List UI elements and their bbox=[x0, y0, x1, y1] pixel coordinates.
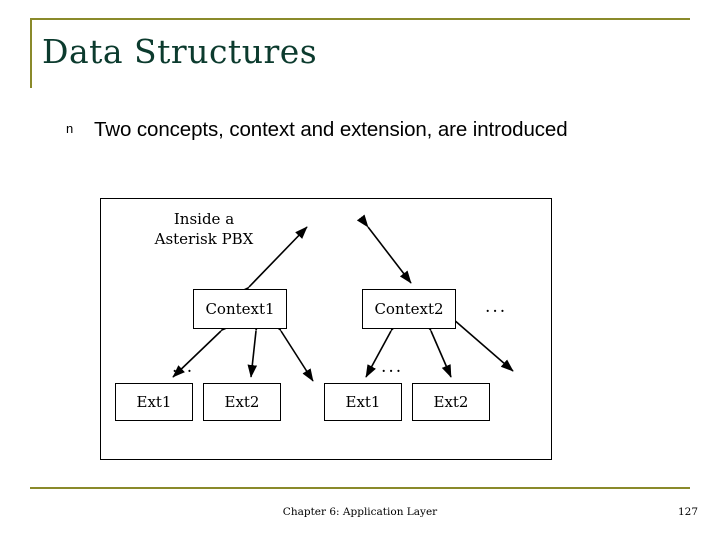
bullet-list-item: n Two concepts, context and extension, a… bbox=[60, 116, 620, 143]
diagram-figure: Inside a Asterisk PBX Context1 Context2 … bbox=[100, 198, 552, 460]
diagram-ellipsis-ext-left: ... bbox=[172, 357, 195, 377]
diagram-node-ext2-b: Ext2 bbox=[412, 383, 490, 421]
left-divider bbox=[30, 18, 32, 88]
top-divider bbox=[30, 18, 690, 20]
page-title: Data Structures bbox=[42, 32, 318, 71]
diagram-node-context1: Context1 bbox=[193, 289, 287, 329]
bullet-text: Two concepts, context and extension, are… bbox=[94, 118, 568, 141]
diagram-title-label: Inside a Asterisk PBX bbox=[129, 209, 279, 249]
diagram-node-context2: Context2 bbox=[362, 289, 456, 329]
diagram-arrows bbox=[172, 214, 514, 382]
footer-chapter-label: Chapter 6: Application Layer bbox=[282, 506, 438, 518]
diagram-node-ext1-b: Ext1 bbox=[324, 383, 402, 421]
diagram-title-line2: Asterisk PBX bbox=[154, 230, 254, 248]
diagram-node-ext2-a: Ext2 bbox=[203, 383, 281, 421]
diagram-node-ext1-a: Ext1 bbox=[115, 383, 193, 421]
diagram-title-line1: Inside a bbox=[173, 210, 235, 228]
footer-page-number: 127 bbox=[677, 506, 698, 518]
diagram-ellipsis-ext-right: ... bbox=[381, 357, 404, 377]
bullet-marker-icon: n bbox=[66, 121, 74, 136]
bottom-divider bbox=[30, 487, 690, 489]
diagram-ellipsis-contexts: ... bbox=[485, 297, 508, 317]
